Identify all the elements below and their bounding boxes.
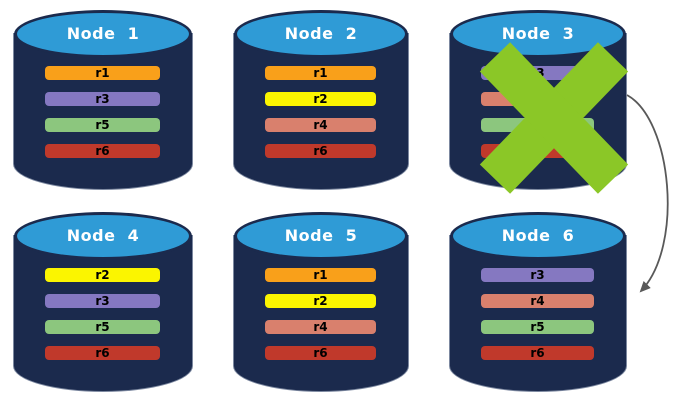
replica-bar: r6 (265, 346, 376, 360)
cylinder-body (13, 235, 193, 392)
node-label: Node 5 (284, 225, 358, 245)
replica-bar: r5 (481, 118, 594, 132)
replica-label: r3 (530, 66, 545, 80)
cylinder-top: Node 3 (450, 10, 626, 58)
replica-bar: r3 (481, 268, 594, 282)
node-label: Node 3 (501, 23, 575, 43)
replica-label: r5 (530, 320, 545, 334)
replica-bar: r1 (265, 66, 376, 80)
replica-label: r2 (95, 268, 110, 282)
cylinder-top: Node 4 (14, 212, 192, 260)
replica-list: r1 r2 r4 r6 (265, 268, 376, 360)
db-node: Node 2 r1 r2 r4 r6 (233, 8, 409, 190)
replica-bar: r6 (481, 144, 594, 158)
cylinder-top: Node 6 (450, 212, 626, 260)
db-node: Node 1 r1 r3 r5 r6 (13, 8, 193, 190)
replica-list: r1 r2 r4 r6 (265, 66, 376, 158)
replica-label: r4 (313, 118, 328, 132)
db-node: Node 4 r2 r3 r5 r6 (13, 210, 193, 392)
db-node: Node 5 r1 r2 r4 r6 (233, 210, 409, 392)
failover-arrow-path (626, 94, 669, 293)
replica-bar: r1 (45, 66, 160, 80)
replica-bar: r2 (265, 294, 376, 308)
replica-bar: r6 (45, 346, 160, 360)
replica-label: r6 (530, 144, 545, 158)
replica-label: r5 (530, 118, 545, 132)
replica-label: r6 (530, 346, 545, 360)
replica-bar: r5 (45, 118, 160, 132)
cylinder-top: Node 2 (234, 10, 408, 58)
replica-bar: r6 (481, 346, 594, 360)
cylinder-top: Node 1 (14, 10, 192, 58)
replica-label: r6 (313, 346, 328, 360)
cylinder-top: Node 5 (234, 212, 408, 260)
replica-label: r6 (95, 346, 110, 360)
replica-label: r6 (313, 144, 328, 158)
replica-label: r1 (313, 66, 328, 80)
replica-bar: r6 (265, 144, 376, 158)
replica-label: r3 (530, 268, 545, 282)
replica-label: r5 (95, 320, 110, 334)
cylinder-body (449, 235, 627, 392)
node-label: Node 2 (284, 23, 358, 43)
replica-bar: r4 (481, 92, 594, 106)
cylinder-body (233, 33, 409, 190)
replica-bar: r4 (265, 118, 376, 132)
replica-bar: r3 (481, 66, 594, 80)
replica-bar: r4 (265, 320, 376, 334)
replica-label: r6 (95, 144, 110, 158)
replica-list: r2 r3 r5 r6 (45, 268, 160, 360)
cylinder-body (233, 235, 409, 392)
replica-label: r2 (313, 92, 328, 106)
replica-bar: r2 (45, 268, 160, 282)
cylinder-body (13, 33, 193, 190)
replica-list: r3 r4 r5 r6 (481, 268, 594, 360)
replica-bar: r1 (265, 268, 376, 282)
replica-label: r4 (313, 320, 328, 334)
node-label: Node 6 (501, 225, 575, 245)
replica-list: r1 r3 r5 r6 (45, 66, 160, 158)
replica-label: r4 (530, 294, 545, 308)
node-label: Node 4 (66, 225, 140, 245)
db-node: Node 3 r3 r4 r5 r6 (449, 8, 629, 194)
replica-bar: r3 (45, 92, 160, 106)
replica-bar: r2 (265, 92, 376, 106)
replica-bar: r5 (45, 320, 160, 334)
replica-bar: r3 (45, 294, 160, 308)
replica-label: r5 (95, 118, 110, 132)
node-grid: Node 1 r1 r3 r5 r6 Node 2 r1 r2 r4 r6 Node 3 r… (13, 8, 629, 392)
replica-label: r1 (95, 66, 110, 80)
replica-label: r3 (95, 294, 110, 308)
replica-bar: r4 (481, 294, 594, 308)
replica-label: r3 (95, 92, 110, 106)
replica-list: r3 r4 r5 r6 (481, 66, 594, 158)
node-label: Node 1 (66, 23, 140, 43)
replica-label: r4 (530, 92, 545, 106)
db-node: Node 6 r3 r4 r5 r6 (449, 210, 627, 392)
replica-label: r2 (313, 294, 328, 308)
replica-bar: r5 (481, 320, 594, 334)
replica-bar: r6 (45, 144, 160, 158)
replica-label: r1 (313, 268, 328, 282)
